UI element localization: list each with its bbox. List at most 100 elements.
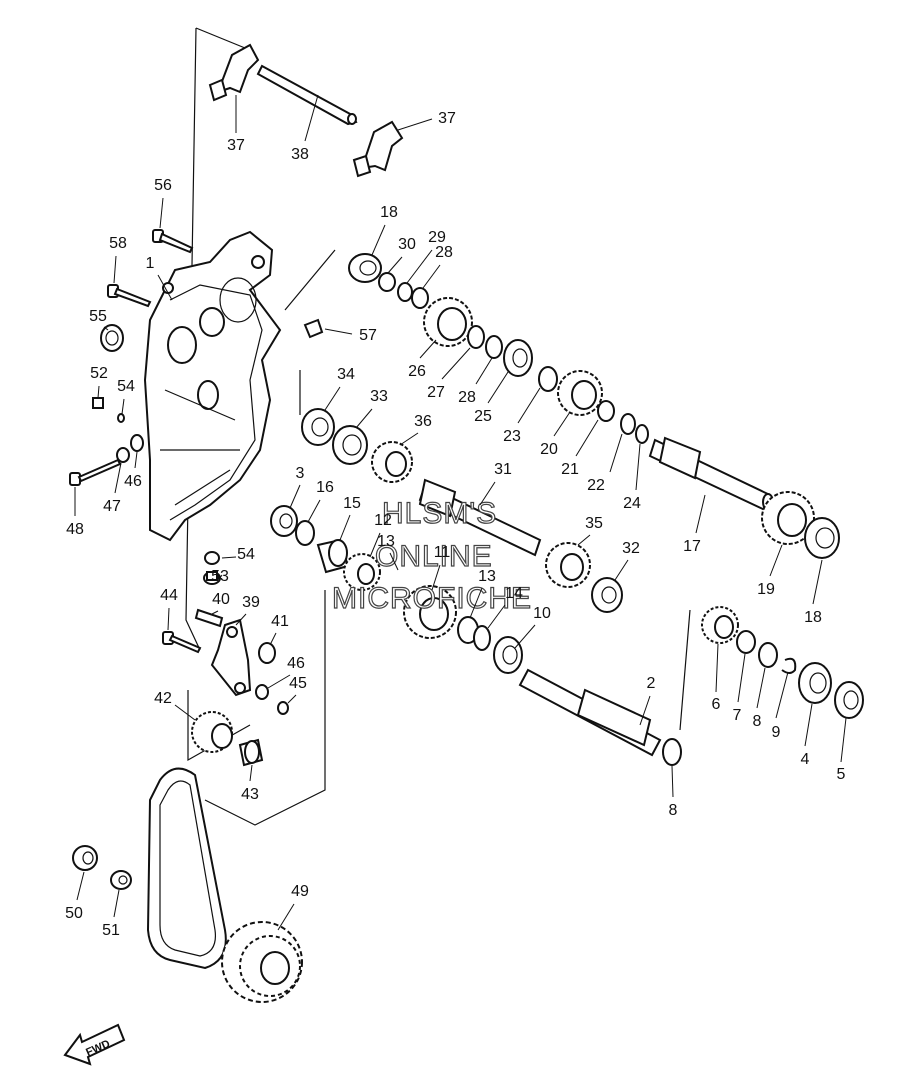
gear-11 bbox=[403, 585, 457, 639]
gear-35 bbox=[545, 542, 591, 588]
callout-leader bbox=[174, 704, 196, 721]
callout-31: 31 bbox=[494, 461, 512, 478]
callout-leader bbox=[441, 347, 471, 380]
callout-leader bbox=[399, 432, 419, 446]
callout-leader bbox=[487, 604, 506, 629]
bolt-58 bbox=[107, 284, 152, 308]
sprocket-49 bbox=[221, 921, 303, 1003]
callout-37: 37 bbox=[438, 110, 456, 127]
callout-leader bbox=[614, 559, 629, 581]
bearing-18-upper bbox=[348, 253, 382, 283]
callout-leader bbox=[287, 694, 297, 704]
callout-leader bbox=[517, 387, 541, 424]
collar-43 bbox=[238, 738, 264, 767]
callout-leader bbox=[804, 703, 813, 747]
shaft-2 bbox=[518, 668, 662, 757]
washer-28 bbox=[411, 287, 429, 309]
callout-leader bbox=[769, 544, 783, 577]
circlip-24 bbox=[635, 424, 649, 444]
callout-36: 36 bbox=[414, 413, 432, 430]
callout-leader bbox=[406, 249, 433, 284]
bearing-32 bbox=[591, 577, 623, 613]
callout-leader bbox=[307, 499, 321, 523]
callout-leader bbox=[157, 274, 173, 301]
nut-45 bbox=[277, 701, 289, 715]
shaft-17 bbox=[648, 436, 774, 512]
gear-10 bbox=[493, 636, 523, 674]
bearing-33 bbox=[332, 425, 368, 465]
callout-12: 12 bbox=[374, 512, 392, 529]
callout-6: 6 bbox=[712, 696, 721, 713]
callout-leader bbox=[553, 411, 571, 437]
callout-37: 37 bbox=[227, 137, 245, 154]
callout-leader bbox=[113, 255, 117, 284]
callout-leader bbox=[389, 552, 399, 571]
callout-leader bbox=[269, 632, 277, 646]
clip-29 bbox=[397, 282, 413, 302]
callout-54: 54 bbox=[117, 378, 135, 395]
callout-leader bbox=[812, 559, 823, 605]
shaft-31 bbox=[418, 478, 542, 557]
callout-8: 8 bbox=[753, 713, 762, 730]
shift-rod bbox=[256, 64, 358, 126]
bearing-18-lower bbox=[804, 517, 840, 559]
gear-6 bbox=[701, 606, 739, 644]
watermark-line-1: HLSM'S bbox=[382, 497, 497, 530]
callout-53: 53 bbox=[211, 568, 229, 585]
callout-leader bbox=[737, 653, 746, 703]
callout-30: 30 bbox=[398, 236, 416, 253]
watermark: HLSM'S ONLINE MICROFICHE bbox=[331, 496, 532, 615]
callout-48: 48 bbox=[66, 521, 84, 538]
callout-57: 57 bbox=[359, 327, 377, 344]
callout-leader bbox=[387, 256, 403, 274]
callout-49: 49 bbox=[291, 883, 309, 900]
callout-leader bbox=[635, 443, 641, 491]
washer-8 bbox=[758, 642, 778, 668]
washer-27 bbox=[467, 325, 485, 349]
callout-19: 19 bbox=[757, 581, 775, 598]
callout-leader bbox=[840, 717, 847, 763]
callout-23: 23 bbox=[503, 428, 521, 445]
case-cover bbox=[143, 230, 282, 542]
callout-28: 28 bbox=[435, 244, 453, 261]
callout-58: 58 bbox=[109, 235, 127, 252]
fwd-arrow-icon: FWD bbox=[63, 1023, 126, 1066]
callout-leader bbox=[775, 671, 789, 719]
watermark-line-2: ONLINE bbox=[375, 540, 493, 573]
callout-51: 51 bbox=[102, 922, 120, 939]
bushing-7 bbox=[736, 630, 756, 654]
callout-leader bbox=[419, 339, 437, 359]
callout-9: 9 bbox=[772, 724, 781, 741]
callout-leader bbox=[355, 408, 373, 429]
shift-fork-lower bbox=[352, 120, 404, 178]
callout-2: 2 bbox=[647, 675, 656, 692]
callout-leader bbox=[324, 386, 341, 411]
callout-42: 42 bbox=[154, 690, 172, 707]
callout-leader bbox=[397, 118, 433, 131]
callout-leader bbox=[695, 494, 706, 534]
lever-39 bbox=[210, 618, 252, 697]
callout-leader bbox=[487, 371, 509, 404]
bolt-44 bbox=[162, 631, 202, 654]
callout-leader bbox=[304, 94, 319, 142]
callout-leader bbox=[121, 398, 125, 415]
bushing-21 bbox=[597, 400, 615, 422]
nut-47 bbox=[116, 447, 130, 463]
washer-54-lower bbox=[204, 551, 220, 565]
callout-15: 15 bbox=[343, 495, 361, 512]
callout-44: 44 bbox=[160, 587, 178, 604]
callout-32: 32 bbox=[622, 540, 640, 557]
callout-28: 28 bbox=[458, 389, 476, 406]
watermark-line-3: MICROFICHE bbox=[332, 582, 532, 615]
callout-leader bbox=[113, 889, 120, 918]
callout-leader bbox=[431, 564, 441, 591]
callout-5: 5 bbox=[837, 766, 846, 783]
callout-52: 52 bbox=[90, 365, 108, 382]
gear-20 bbox=[557, 370, 603, 416]
callout-33: 33 bbox=[370, 388, 388, 405]
callout-22: 22 bbox=[587, 477, 605, 494]
callout-47: 47 bbox=[103, 498, 121, 515]
callout-39: 39 bbox=[242, 594, 260, 611]
